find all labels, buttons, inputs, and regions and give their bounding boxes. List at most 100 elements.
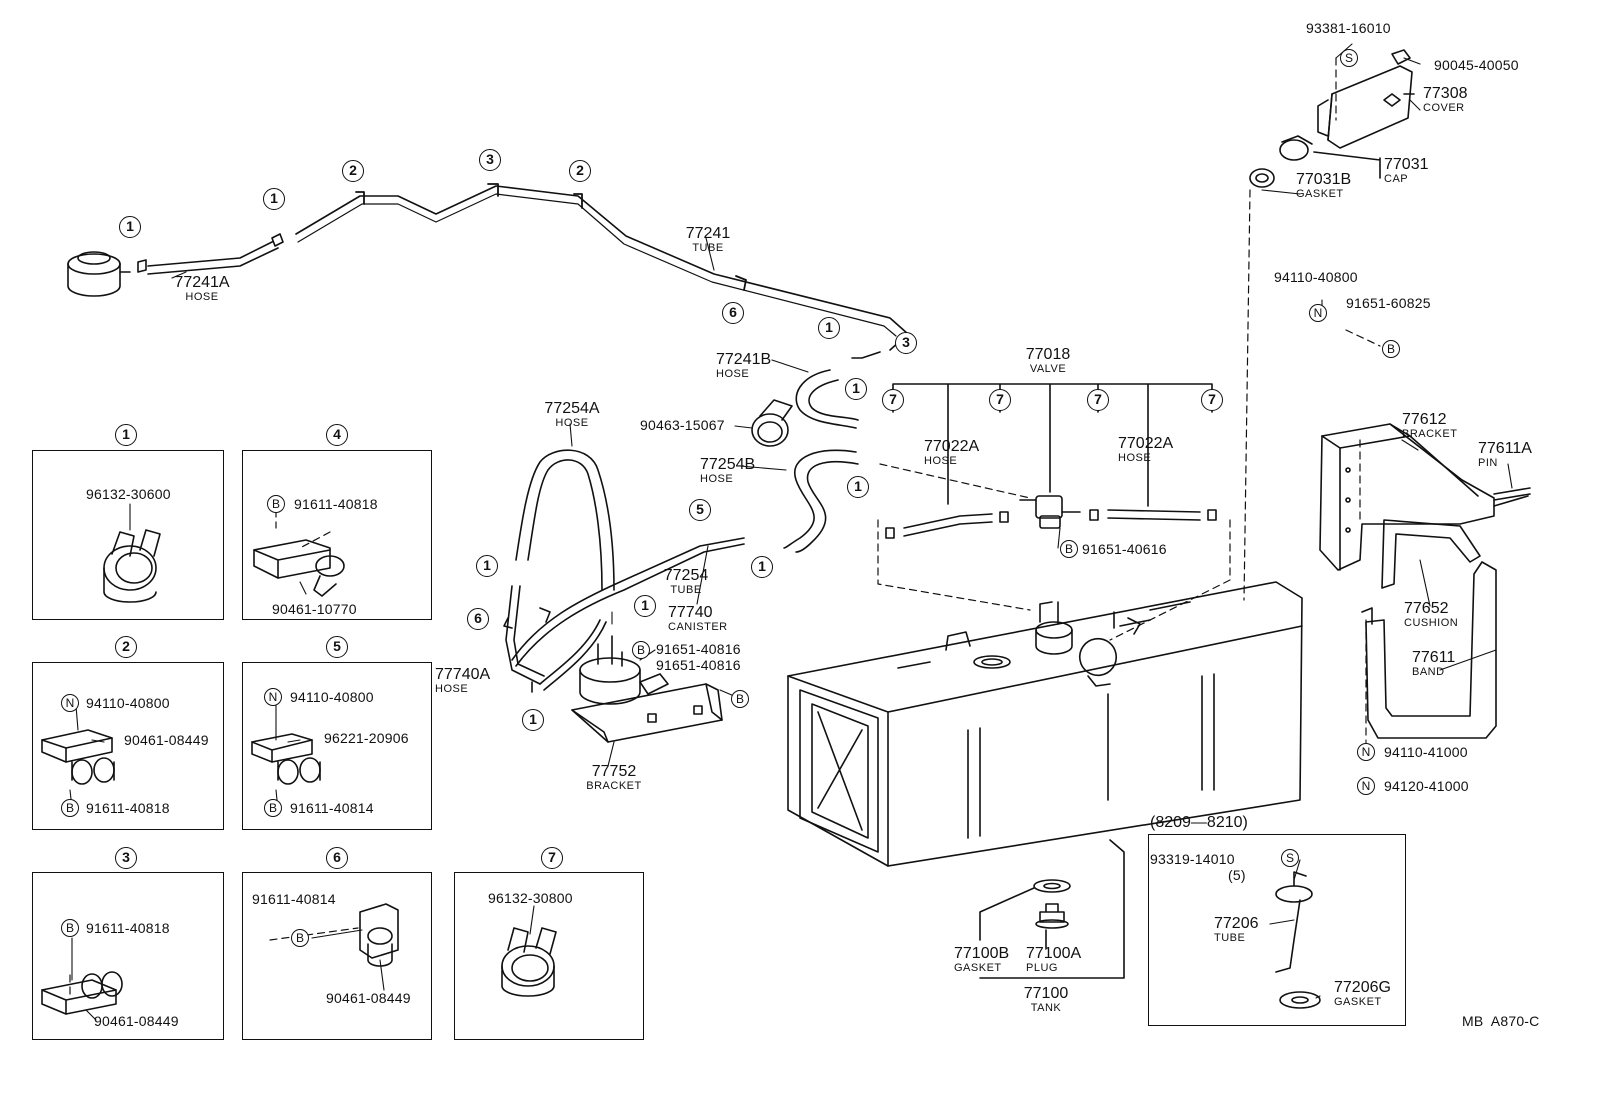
detail-6-clip-icon [359,903,399,967]
detail-4-clip-icon [253,539,345,597]
symbol-b: B [61,799,79,817]
detail-box-1 [32,450,224,620]
d3-part-0: 91611-40818 [86,920,170,936]
mark-1: 1 [263,188,285,210]
detail-box-2 [32,662,224,830]
label-93319-14010: 93319-14010 [1150,851,1235,867]
mark-3: 3 [479,149,501,171]
label-date-range: (8209—8210) [1150,814,1248,831]
gasket-77031B-icon [1249,168,1275,188]
symbol-n: N [264,688,282,706]
detail-box-4 [242,450,432,620]
detail-2-mark: 2 [115,636,137,658]
d7-part-0: 96132-30800 [488,890,573,906]
mark-5: 5 [689,499,711,521]
tube-77254-line [511,537,745,667]
label-90463-15067: 90463-15067 [640,417,725,433]
label-91651-60825: 91651-60825 [1346,295,1431,311]
mark-1: 1 [476,555,498,577]
mark-1: 1 [751,556,773,578]
plug-77100A-icon [1035,903,1069,929]
symbol-b: B [1382,340,1400,358]
cap-77031-icon [1279,135,1313,161]
tube-77241-line [295,185,909,351]
bracket-77752-icon [571,683,723,743]
bracket-77612-icon [1319,423,1529,571]
cushion-77652-icon [1381,519,1481,589]
d2-part-1: 90461-08449 [124,732,209,748]
mark-7: 7 [882,389,904,411]
symbol-b: B [632,641,650,659]
tube-77206-icon [1275,871,1313,973]
symbol-b: B [61,919,79,937]
detail-4-mark: 4 [326,424,348,446]
gasket-77206G-icon [1279,991,1321,1009]
mark-7: 7 [1087,389,1109,411]
hose-77254A-shape [515,449,615,591]
mark-6: 6 [467,608,489,630]
fuel-tank-77100-icon [787,581,1303,867]
detail-3-mark: 3 [115,847,137,869]
pin-77611A-icon [1493,487,1531,501]
label-94110-41000: 94110-41000 [1384,744,1468,760]
label-94120-41000: 94120-41000 [1384,778,1469,794]
mark-2: 2 [342,160,364,182]
hose-77022A-right-shape [1107,509,1201,521]
hose-77254B-shape [783,449,859,553]
symbol-s: S [1340,49,1358,67]
d5-part-2: 91611-40814 [290,800,374,816]
mark-7: 7 [989,389,1011,411]
d2-part-2: 91611-40818 [86,800,170,816]
detail-1-clamp-icon [103,529,161,603]
mark-1: 1 [634,595,656,617]
detail-5-mark: 5 [326,636,348,658]
mark-1: 1 [522,709,544,731]
symbol-b: B [267,495,285,513]
pin-90045-icon [1391,49,1411,65]
d6-part-0: 91611-40814 [252,891,336,907]
mark-2: 2 [569,160,591,182]
symbol-n: N [1357,777,1375,795]
clamp-90463-icon [751,399,793,447]
detail-box-6 [242,872,432,1040]
sender-unit-icon [1035,601,1141,655]
d6-part-1: 90461-08449 [326,990,411,1006]
label-94110-40800: 94110-40800 [1274,269,1358,285]
symbol-s: S [1281,849,1299,867]
label-91651-40616: 91651-40616 [1082,541,1167,557]
symbol-n: N [61,694,79,712]
gasket-77100B-icon [1033,879,1071,893]
symbol-b: B [1060,540,1078,558]
detail-box-3 [32,872,224,1040]
d4-part-1: 90461-10770 [272,601,357,617]
band-77611-icon [1361,561,1497,739]
label-91651-40816-a: 91651-40816 [656,641,741,657]
detail-5-clip-icon [251,733,321,785]
d4-part-0: 91611-40818 [294,496,378,512]
mark-6: 6 [722,302,744,324]
d1-part-0: 96132-30600 [86,486,171,502]
breather-cap-icon [67,251,131,297]
d5-part-1: 96221-20906 [324,730,409,746]
symbol-b: B [291,929,309,947]
hose-77241A-line [147,239,279,275]
